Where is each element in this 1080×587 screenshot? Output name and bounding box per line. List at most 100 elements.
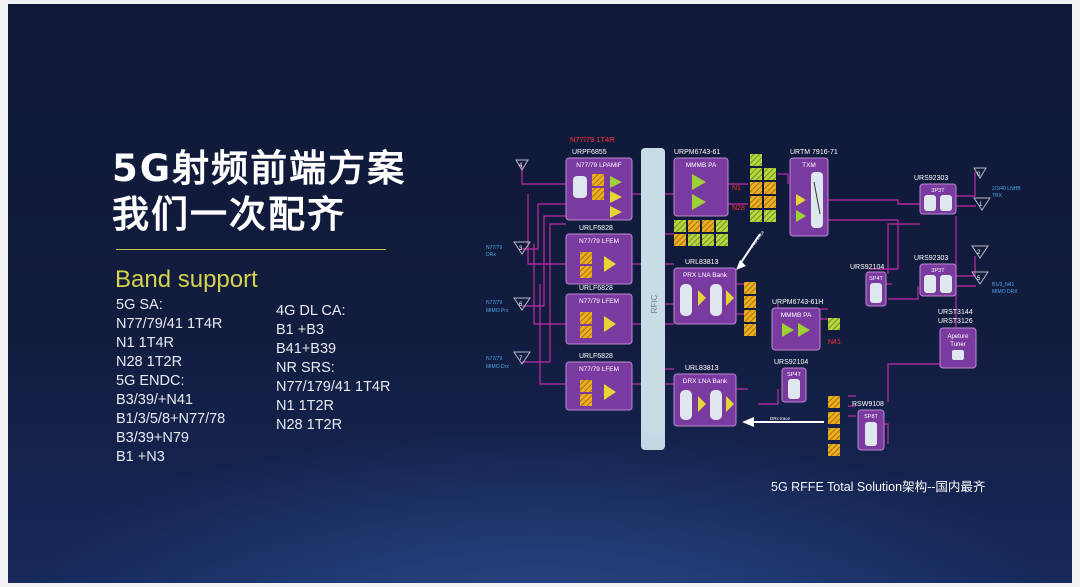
filter-block — [592, 174, 604, 186]
tuner-name-2: Tuner — [950, 342, 965, 348]
lna-icon — [604, 316, 616, 332]
tuner-module — [939, 327, 977, 369]
band-note: N77/79 1T4R — [570, 135, 615, 144]
lna-icon — [604, 256, 616, 272]
rfic-label: RFIC — [650, 294, 659, 313]
lna-icon — [604, 384, 616, 400]
drx-trace-arrowhead — [742, 417, 754, 427]
tuner-name-1: Apeture — [947, 334, 969, 340]
switch-block — [865, 422, 877, 446]
antenna-left — [513, 159, 531, 365]
band-line: N28 1T2R — [116, 354, 183, 370]
antenna-right — [971, 167, 991, 285]
pa-icon — [692, 194, 706, 210]
switch-block — [924, 195, 936, 211]
band-list-left: 5G SA: N77/79/41 1T4R N1 1T4R N28 1T2R 5… — [116, 296, 225, 467]
antenna-number: 7 — [519, 356, 523, 362]
filter-block — [592, 188, 604, 200]
lfem3-name: N77/79 LFEM — [579, 366, 619, 373]
antenna-number: 0 — [977, 172, 981, 178]
sp4t1-part: URS92104 — [850, 264, 884, 271]
switch-block — [680, 390, 692, 420]
mmmb2-module — [771, 307, 821, 351]
sp8t-name: SP8T — [864, 414, 878, 420]
band-line: B41+B39 — [276, 341, 337, 357]
antenna-number: 1 — [979, 202, 983, 208]
drx-trace-label: DRx trace — [770, 416, 791, 421]
tuner-part-2: URST3126 — [938, 318, 973, 325]
filter-block — [580, 266, 592, 278]
switch-block — [940, 275, 952, 293]
antenna-number: 5 — [977, 276, 981, 282]
pa-icon — [796, 210, 806, 222]
band-line: B1 +B3 — [276, 322, 324, 338]
band-line: N28 1T2R — [276, 417, 343, 433]
sp4t1-name: SP4T — [869, 276, 883, 282]
band-line: N1 1T2R — [276, 398, 335, 414]
dp3t1-name: 3P3T — [931, 188, 945, 194]
antenna-label: N77/79 — [486, 300, 502, 306]
antenna-label: N77/79 — [486, 245, 502, 251]
antenna-number: 3 — [519, 246, 523, 252]
band-line: B1 +N3 — [116, 449, 165, 465]
switch-block — [952, 350, 964, 360]
filter-bank — [828, 396, 840, 456]
band-line: 5G ENDC: — [116, 373, 185, 389]
band-label-n41: N41 — [828, 339, 841, 346]
prx-trace-label: PRx trace — [750, 229, 766, 248]
switch-block — [870, 283, 882, 303]
slide: 5G射频前端方案 我们一次配齐 Band support 5G SA: N77/… — [8, 4, 1072, 583]
lfem3-part: URLF6828 — [579, 353, 613, 360]
filter-block — [828, 318, 840, 330]
lna-icon — [726, 290, 734, 306]
filter-bank — [744, 282, 756, 336]
txm-part: URTM 7916-71 — [790, 149, 838, 156]
lpamif-part: URPF6855 — [572, 149, 607, 156]
amp-icon — [610, 191, 622, 203]
antenna-label: MIMO DRX — [992, 289, 1018, 295]
antenna-label: TRX — [992, 193, 1003, 199]
mmmb1-module — [673, 157, 729, 217]
switch-block — [940, 195, 952, 211]
lna-icon — [698, 396, 706, 412]
band-line: N77/79/41 1T4R — [116, 316, 223, 332]
band-label-n1: N1 — [732, 185, 741, 192]
switch-block — [573, 176, 587, 198]
mmmb2-part: URPM6743-61H — [772, 299, 823, 306]
rfic-bar — [641, 148, 665, 450]
band-line: 5G SA: — [116, 297, 163, 313]
amp-icon — [610, 176, 622, 188]
antenna-number: 6 — [519, 302, 523, 308]
band-line: N77/179/41 1T4R — [276, 379, 391, 395]
lfem1-name: N77/79 LFEM — [579, 238, 619, 245]
prx-trace-arrow — [739, 233, 761, 265]
drx-name: DRX LNA Bank — [683, 378, 728, 385]
dp3t2-name: 3P3T — [931, 268, 945, 274]
antenna-number: 4 — [519, 163, 523, 169]
band-line: B3/39+N79 — [116, 430, 189, 446]
pa-icon — [692, 174, 706, 190]
lpamif-name: N77/79 LPAMiF — [576, 162, 621, 169]
pa-icon — [796, 194, 806, 206]
diagram-caption: 5G RFFE Total Solution架构--国内最齐 — [771, 480, 986, 494]
drx-part: URL83813 — [685, 365, 719, 372]
band-line: B3/39/+N41 — [116, 392, 193, 408]
sp4t2-name: SP4T — [787, 372, 801, 378]
lfem1-part: URLF6828 — [579, 225, 613, 232]
tuner-part-1: URST3144 — [938, 309, 973, 316]
sp4t2-part: URS92104 — [774, 359, 808, 366]
txm-name: TXM — [802, 162, 816, 169]
antenna-label: DRx — [486, 252, 496, 258]
band-label-n28: N28 — [732, 205, 745, 212]
dp3t2-part: URS92303 — [914, 255, 948, 262]
lfem2-name: N77/79 LFEM — [579, 298, 619, 305]
switch-block — [788, 379, 800, 399]
dp3t1-part: URS92303 — [914, 175, 948, 182]
filter-block — [580, 380, 592, 392]
title-line-2: 我们一次配齐 — [112, 193, 346, 236]
switch-block — [680, 284, 692, 316]
filter-block — [580, 394, 592, 406]
sp8t-part: RSW9108 — [852, 401, 884, 408]
switch-block — [710, 390, 722, 420]
prx-name: PRX LNA Bank — [683, 272, 728, 279]
